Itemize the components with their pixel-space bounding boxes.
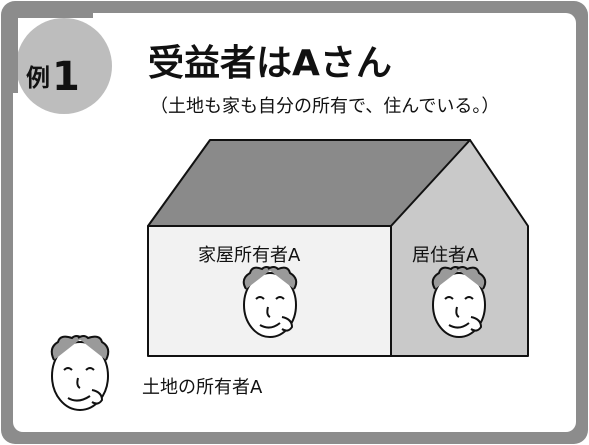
land-owner-label: 土地の所有者A	[142, 377, 263, 398]
page-subtitle: （土地も家も自分の所有で、住んでいる。）	[150, 96, 500, 117]
example-prefix: 例	[26, 64, 50, 92]
land-owner-face	[50, 335, 110, 411]
resident-label: 居住者A	[412, 245, 479, 266]
page-title: 受益者はAさん	[148, 43, 392, 84]
example-badge-text: 例1	[26, 50, 80, 100]
example-badge	[16, 18, 112, 114]
resident-face	[431, 266, 487, 338]
owner-face	[242, 266, 298, 338]
example-number: 1	[52, 54, 80, 100]
house-owner-label: 家屋所有者A	[198, 245, 301, 266]
